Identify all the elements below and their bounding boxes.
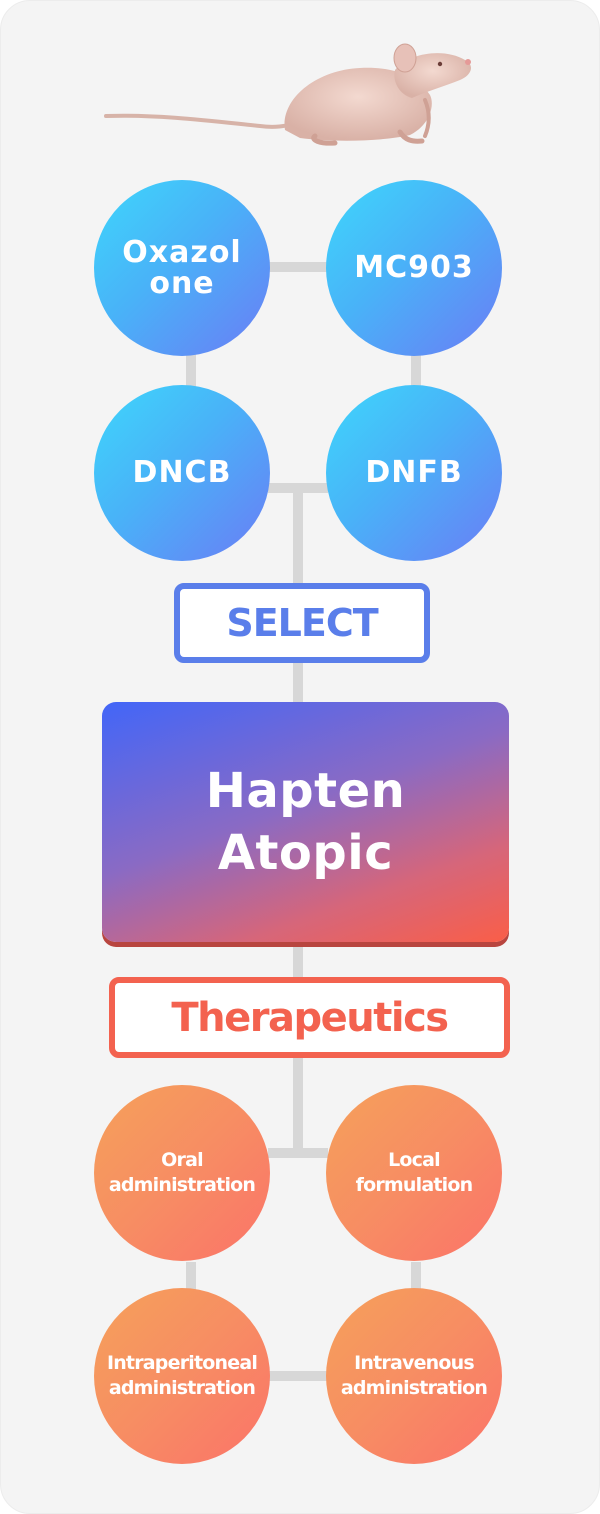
- connector-intraperitoneal-intravenous: [268, 1371, 328, 1381]
- therapeutics-box: Therapeutics: [109, 977, 510, 1058]
- model-mc903-circle: MC903: [326, 180, 502, 356]
- connector-trunk-top: [293, 488, 303, 584]
- connector-oxazolone-mc903: [268, 262, 328, 272]
- route-local-label: Local formulation: [355, 1149, 474, 1196]
- model-dnfb-circle: DNFB: [326, 385, 502, 561]
- model-oxazolone-circle: Oxazol one: [94, 180, 270, 356]
- connector-main-therapeutics: [293, 946, 303, 980]
- model-dncb-circle: DNCB: [94, 385, 270, 561]
- connector-oral-local: [268, 1148, 328, 1158]
- hairless-mouse-icon: [104, 43, 472, 146]
- main-title-line1: Hapten: [205, 763, 406, 819]
- therapeutics-label: Therapeutics: [171, 994, 449, 1041]
- connector-local-intravenous: [411, 1262, 421, 1292]
- route-oral-label: Oral administration: [108, 1149, 256, 1196]
- model-mc903-label: MC903: [354, 250, 474, 286]
- route-intravenous-circle: Intravenous administration: [326, 1288, 502, 1464]
- route-intraperitoneal-label: Intraperitoneal administration: [106, 1352, 258, 1399]
- model-dncb-label: DNCB: [132, 455, 232, 491]
- select-box: SELECT: [174, 583, 430, 663]
- main-title-line2: Atopic: [217, 825, 394, 881]
- connector-therapeutics-routes: [293, 1057, 303, 1155]
- route-intravenous-label: Intravenous administration: [340, 1352, 488, 1399]
- connector-oral-intraperitoneal: [186, 1262, 196, 1292]
- route-oral-circle: Oral administration: [94, 1085, 270, 1261]
- connector-select-main: [293, 662, 303, 704]
- model-oxazolone-label: Oxazol one: [122, 234, 242, 301]
- route-intraperitoneal-circle: Intraperitoneal administration: [94, 1288, 270, 1464]
- select-label: SELECT: [226, 601, 378, 645]
- route-local-circle: Local formulation: [326, 1085, 502, 1261]
- hapten-atopic-box: Hapten Atopic: [102, 702, 509, 942]
- connector-mc903-dnfb: [411, 352, 421, 388]
- connector-oxazolone-dncb: [186, 352, 196, 388]
- model-dnfb-label: DNFB: [365, 455, 463, 491]
